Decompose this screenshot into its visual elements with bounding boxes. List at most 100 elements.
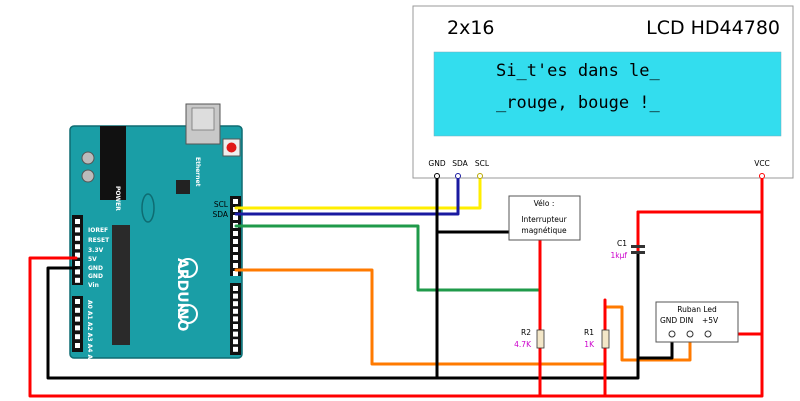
usb-connector-inner: [191, 107, 215, 131]
wire-signal-green: [234, 224, 542, 332]
power-header: [72, 215, 83, 285]
resistor-r1: R1 1K: [584, 328, 610, 349]
resistor-r2-body: [536, 329, 545, 349]
wire-ground-led: [636, 248, 674, 360]
wire-sda: [234, 174, 460, 216]
lcd-module: 2x16 LCD HD44780 Si_t'es dans le_ _rouge…: [412, 5, 794, 179]
digital-pin-bottom-6: [233, 331, 238, 337]
pin-label-reset: RESET: [88, 237, 110, 244]
lcd-pin-sda-label: SDA: [452, 159, 468, 168]
arduino-sda-label: SDA: [212, 210, 228, 219]
capacitor-value: 1kµf: [610, 251, 627, 260]
digital-pin-bottom-0: [233, 286, 238, 291]
power-jack: [100, 126, 126, 200]
pin-label-gnd-2: GND: [88, 273, 103, 280]
analog-pin-0: [75, 299, 80, 304]
power-pin-0: [75, 219, 80, 224]
arduino-scl-label: SCL: [214, 200, 229, 209]
wire-power-main: [28, 174, 764, 398]
digital-pin-top-8: [233, 263, 238, 268]
lcd-pin-scl: [477, 173, 483, 179]
board-capacitor-1: [81, 151, 95, 165]
pin-label-vin: Vin: [88, 282, 99, 289]
ethernet-label: Ethernet: [194, 157, 201, 187]
capacitor-plate-top: [631, 245, 645, 248]
power-pin-5: [75, 261, 80, 266]
pin-label-gnd-1: GND: [88, 265, 103, 272]
sensor-box: [508, 195, 581, 241]
power-pin-4: [75, 252, 80, 258]
pin-label-ioref: IOREF: [88, 227, 108, 234]
lcd-screen: [433, 51, 782, 137]
digital-pin-bottom-3: [233, 308, 238, 314]
lcd-pin-sda: [455, 173, 461, 179]
analog-pin-1: [75, 307, 80, 313]
power-pin-1: [75, 227, 80, 233]
resistor-r2-name: R2: [521, 328, 531, 337]
analog-pin-2: [75, 316, 80, 322]
logo-circle-bottom: [178, 304, 198, 324]
analog-header: [72, 296, 83, 352]
sensor-line-1: Interrupteur: [521, 215, 567, 224]
lcd-pin-vcc: [759, 173, 765, 179]
capacitor-c1: C1 1kµf: [610, 239, 645, 260]
power-pin-6: [75, 269, 80, 275]
digital-pin-top-7: [233, 255, 238, 260]
pin-label-5v: 5V: [88, 256, 97, 263]
board-capacitor-2: [81, 169, 95, 183]
wire-signal-orange: [234, 268, 692, 366]
led-strip-pins-left: GND DIN: [660, 316, 693, 325]
lcd-line-2: _rouge, bouge !_: [496, 93, 661, 113]
led-pin-gnd: [668, 330, 676, 338]
sensor-line-2: magnétique: [521, 226, 567, 235]
digital-pin-bottom-7: [233, 339, 238, 345]
power-label: POWER: [114, 186, 121, 211]
digital-pin-bottom-8: [233, 346, 238, 352]
capacitor-name: C1: [617, 239, 627, 248]
resistor-r2: R2 4.7K: [514, 328, 545, 349]
led-pin-din: [686, 330, 694, 338]
crystal-oscillator: [141, 193, 155, 223]
digital-pin-bottom-5: [233, 324, 238, 329]
led-strip-pins-right: +5V: [702, 316, 719, 325]
magnetic-switch: Vélo : Interrupteur magnétique: [508, 195, 581, 241]
led-pin-5v: [704, 330, 712, 338]
header-pins: [75, 199, 238, 352]
small-chip: [176, 180, 190, 194]
digital-pin-top-5: [233, 239, 238, 244]
digital-pin-bottom-2: [233, 301, 238, 307]
arduino-board: POWER Ethernet ARDUINO SCL SDA IOREF RES…: [69, 103, 243, 363]
microcontroller-chip: [112, 225, 130, 345]
resistor-r1-body: [601, 329, 610, 349]
logo-circle-top: [178, 258, 198, 278]
digital-pin-top-1: [233, 207, 238, 212]
capacitor-plate-bottom: [631, 251, 645, 254]
power-pin-3: [75, 244, 80, 250]
resistor-r2-value: 4.7K: [514, 340, 532, 349]
wire-scl: [234, 174, 482, 210]
digital-pin-bottom-4: [233, 316, 238, 322]
led-strip: Ruban Led GND DIN +5V: [655, 301, 739, 343]
lcd-pin-gnd-label: GND: [428, 159, 445, 168]
digital-pin-top-4: [233, 231, 238, 236]
wires: [28, 174, 764, 398]
lcd-pin-vcc-label: VCC: [754, 159, 770, 168]
digital-pin-top-9: [233, 271, 238, 276]
lcd-model-label: LCD HD44780: [646, 17, 780, 39]
digital-pin-top-6: [233, 247, 238, 252]
resistor-r1-name: R1: [584, 328, 594, 337]
power-pin-7: [75, 277, 80, 283]
led-strip-title: Ruban Led: [677, 305, 717, 314]
sensor-title: Vélo :: [534, 199, 555, 208]
lcd-pin-dots: [434, 173, 765, 179]
lcd-size-label: 2x16: [447, 17, 495, 39]
analog-pin-5: [75, 343, 80, 348]
pin-label-3v3: 3.3V: [88, 247, 104, 254]
analog-pins-label: A0 A1 A2 A3 A4 A5: [86, 300, 93, 363]
reset-button-cap: [226, 142, 237, 153]
lcd-line-1: Si_t'es dans le_: [496, 61, 661, 81]
digital-pin-bottom-1: [233, 293, 238, 299]
resistor-r1-value: 1K: [584, 340, 595, 349]
analog-pin-3: [75, 325, 80, 331]
